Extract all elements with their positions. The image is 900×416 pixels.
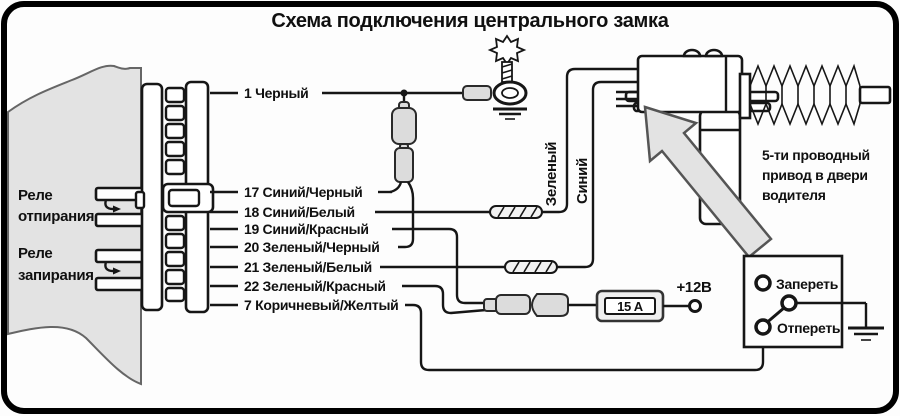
switch-terminal-lock	[754, 274, 772, 292]
pointer-arrow-icon	[643, 105, 773, 259]
actuator-bellows	[749, 63, 861, 127]
wire-pin18-green-path	[375, 67, 638, 214]
note-line-2: привод в двери	[762, 167, 868, 183]
relay-lock-label-2: запирания	[18, 267, 94, 284]
wire-pin21-blue-path	[380, 80, 638, 269]
actuator-wire-blue-label: Синий	[574, 158, 591, 204]
actuator	[616, 48, 892, 226]
wire-stubs	[210, 91, 238, 307]
wire-label-pin17: 17 Синий/Черный	[244, 184, 362, 200]
wire-labels: 1 Черный 17 Синий/Черный 18 Синий/Белый …	[244, 85, 399, 313]
switch-terminal-unlock	[754, 318, 772, 336]
note-line-1: 5-ти проводный	[762, 147, 870, 163]
wire-label-pin22: 22 Зеленый/Красный	[244, 278, 386, 294]
junction-dot	[400, 89, 408, 97]
relay-unlock-contact-bottom	[94, 212, 145, 228]
switch-unlock-label: Отпереть	[777, 320, 841, 336]
bullet-connector-icon	[389, 95, 417, 199]
wire-label-pin19: 19 Синий/Красный	[244, 221, 369, 237]
connector-pins	[164, 86, 186, 303]
wire-label-pin1: 1 Черный	[244, 85, 308, 101]
power-terminal	[688, 299, 702, 313]
fuse: 15 A	[595, 289, 665, 323]
relay-lock-label-1: Реле	[18, 245, 52, 262]
screw-icon	[487, 34, 527, 66]
relay-unlock-label-1: Реле	[18, 187, 52, 204]
wire-label-pin18: 18 Синий/Белый	[244, 204, 355, 220]
wire-pin20-path	[398, 198, 415, 249]
ground-terminal	[462, 34, 528, 120]
ground-icon	[493, 107, 527, 120]
connector-big-pin-inner	[167, 188, 201, 208]
wire-label-pin7: 7 Коричневый/Желтый	[244, 297, 398, 313]
relay-unlock-arrow	[104, 199, 114, 211]
actuator-wire-green-label: Зеленый	[543, 142, 560, 206]
power-label: +12В	[676, 279, 712, 296]
wire-paths	[322, 67, 765, 372]
wire-pin7-path	[405, 303, 765, 372]
relay-lock-arrow	[104, 261, 114, 273]
actuator-top-bump	[704, 48, 724, 58]
connector-side-tab	[134, 190, 146, 210]
wire-label-pin20: 20 Зеленый/Черный	[244, 239, 380, 255]
wire-label-pin21: 21 Зеленый/Белый	[244, 259, 372, 275]
car-body-silhouette	[7, 64, 142, 386]
spade-connector-icon	[483, 293, 569, 317]
ring-terminal-barrel	[462, 85, 492, 101]
wire-pin22-path	[402, 284, 487, 315]
fuse-rating: 15 A	[617, 299, 644, 314]
relay-unlock-arrowhead-icon	[113, 205, 121, 213]
connector-block	[134, 80, 215, 314]
actuator-neck	[738, 72, 752, 120]
lock-switch: Запереть Отпереть	[742, 254, 884, 349]
relay-lock-contact-bottom	[94, 276, 145, 292]
diagram-title: Схема подключения центрального замка	[271, 10, 669, 32]
splice-icon-blue	[504, 260, 558, 274]
ground-icon	[848, 326, 884, 341]
actuator-top-bump	[682, 48, 702, 58]
switch-terminal-common	[780, 294, 798, 312]
note-line-3: водителя	[762, 187, 826, 203]
actuator-note: 5-ти проводный привод в двери водителя	[762, 147, 870, 203]
relay-lock-contact-top	[94, 248, 145, 264]
relay-lock: Реле запирания	[18, 245, 145, 292]
switch-lever	[766, 306, 786, 324]
splice-icon-green	[489, 205, 543, 219]
actuator-rod	[858, 85, 892, 105]
relay-unlock-label-2: отпирания	[18, 208, 94, 225]
relay-lock-arrowhead-icon	[113, 267, 121, 275]
switch-lock-label: Запереть	[776, 276, 839, 292]
power-feed: 15 A +12В	[483, 279, 712, 323]
